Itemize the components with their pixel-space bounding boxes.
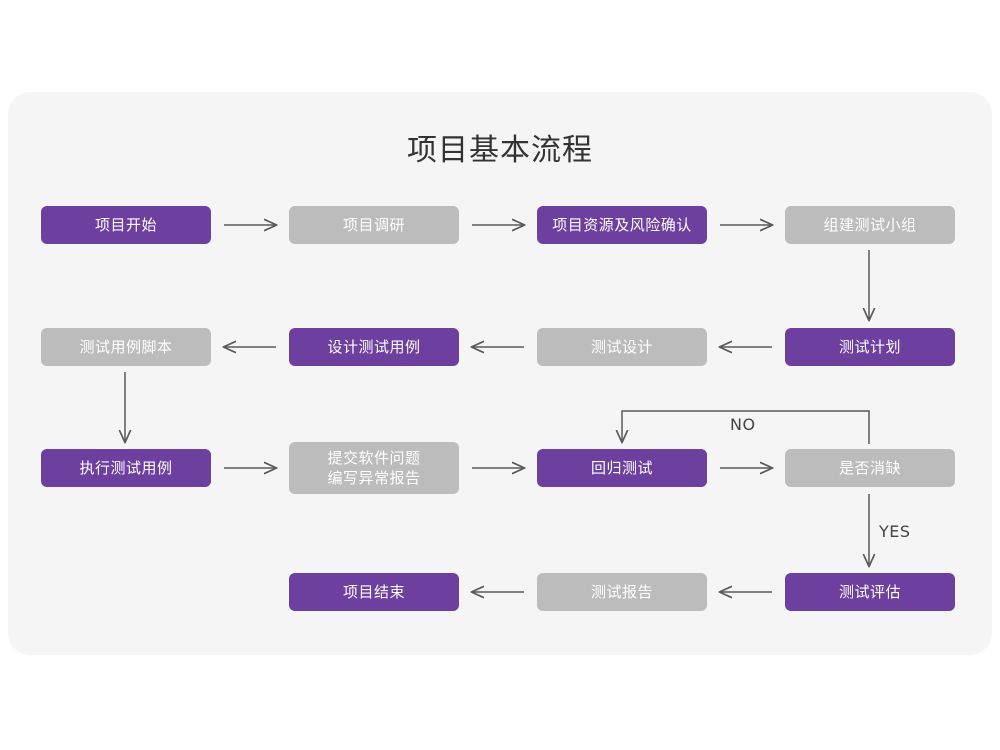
node-project-end[interactable]: 项目结束 bbox=[289, 573, 459, 611]
edge-label-no: NO bbox=[730, 415, 756, 434]
node-test-report[interactable]: 测试报告 bbox=[537, 573, 707, 611]
edge-label-yes: YES bbox=[879, 522, 911, 541]
diagram-card bbox=[8, 92, 992, 655]
node-test-design[interactable]: 测试设计 bbox=[537, 328, 707, 366]
node-design-test-cases[interactable]: 设计测试用例 bbox=[289, 328, 459, 366]
node-form-test-team[interactable]: 组建测试小组 bbox=[785, 206, 955, 244]
node-project-start[interactable]: 项目开始 bbox=[41, 206, 211, 244]
node-test-plan[interactable]: 测试计划 bbox=[785, 328, 955, 366]
node-execute-test-cases[interactable]: 执行测试用例 bbox=[41, 449, 211, 487]
node-submit-issue-report[interactable]: 提交软件问题 编写异常报告 bbox=[289, 442, 459, 494]
node-test-evaluation[interactable]: 测试评估 bbox=[785, 573, 955, 611]
node-test-case-script[interactable]: 测试用例脚本 bbox=[41, 328, 211, 366]
node-resource-risk-confirm[interactable]: 项目资源及风险确认 bbox=[537, 206, 707, 244]
page-title: 项目基本流程 bbox=[407, 133, 593, 168]
node-regression-test[interactable]: 回归测试 bbox=[537, 449, 707, 487]
node-defect-resolved[interactable]: 是否消缺 bbox=[785, 449, 955, 487]
node-project-research[interactable]: 项目调研 bbox=[289, 206, 459, 244]
